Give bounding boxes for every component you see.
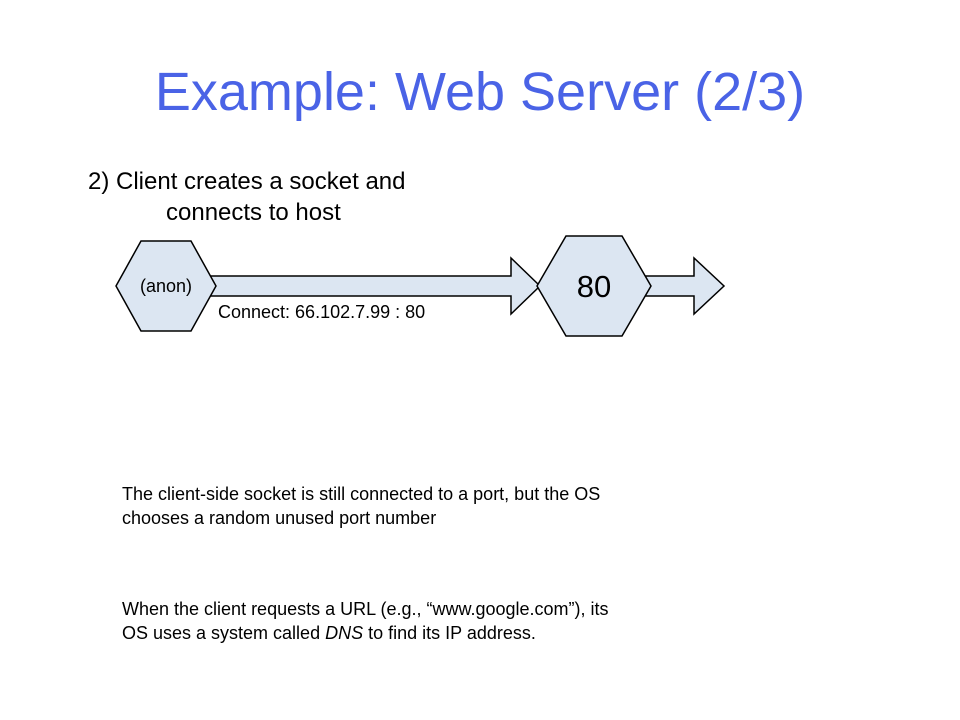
server-socket-node — [536, 235, 652, 337]
server-outgoing-arrow — [639, 256, 726, 316]
note-dns-term: DNS — [325, 623, 364, 643]
note-dns-line2-after: to find its IP address. — [363, 623, 536, 643]
server-port-label: 80 — [577, 269, 611, 304]
step-caption-line1: 2) Client creates a socket and — [88, 168, 406, 195]
note-client-port-line2: chooses a random unused port number — [122, 508, 437, 528]
note-dns: When the client requests a URL (e.g., “w… — [122, 597, 842, 645]
note-client-port-line1: The client-side socket is still connecte… — [122, 484, 601, 504]
note-dns-line2-before: OS uses a system called — [122, 623, 326, 643]
connection-arrow — [204, 256, 542, 316]
client-socket-node — [115, 240, 217, 332]
note-client-port: The client-side socket is still connecte… — [122, 482, 842, 530]
note-dns-line1: When the client requests a URL (e.g., “w… — [122, 599, 609, 619]
step-caption: 2) Client creates a socket and connects … — [88, 166, 508, 228]
step-caption-line2: connects to host — [166, 199, 341, 226]
slide-title: Example: Web Server (2/3) — [154, 62, 806, 122]
client-socket-label: (anon) — [140, 276, 192, 296]
connection-label: Connect: 66.102.7.99 : 80 — [218, 302, 425, 322]
